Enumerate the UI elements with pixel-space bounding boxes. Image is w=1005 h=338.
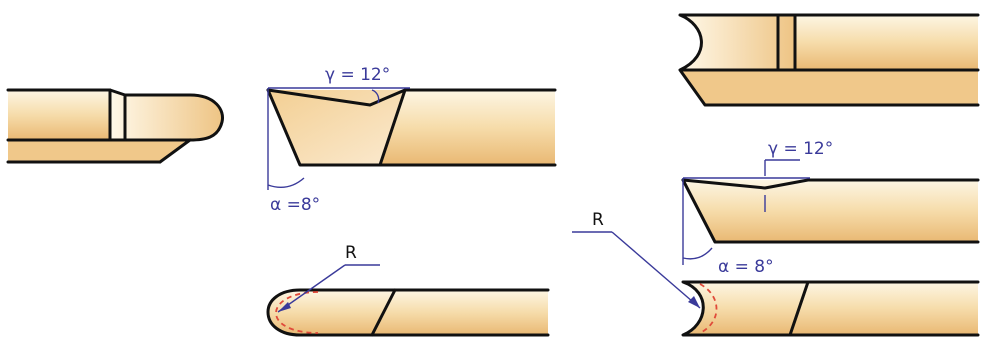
tool5-body <box>683 180 978 242</box>
tool1-rounded-tip <box>110 92 223 140</box>
tool4-head <box>680 15 795 70</box>
tool3-body <box>268 290 548 335</box>
radius-arrow-left-icon <box>278 302 291 312</box>
tool3-divider <box>370 288 397 337</box>
tool6-radius-dashed-arc <box>699 283 718 334</box>
tool6-divider <box>788 280 810 337</box>
tool-side-view-right: γ = 12° α = 8° <box>681 139 980 277</box>
tool1-tip-outline <box>108 88 225 142</box>
tool4-shank-top <box>795 15 978 70</box>
tool1-edge-bevel <box>158 138 192 164</box>
tool4-shank-bottom <box>680 70 978 105</box>
alpha-label-right: α = 8° <box>718 257 774 277</box>
radius-leader-left <box>277 264 346 313</box>
tool2-rake-face <box>266 88 557 107</box>
tool1-shank-top <box>8 90 110 140</box>
tool4-outline <box>678 13 980 107</box>
radius-label-left: R <box>345 243 357 263</box>
tool-round-nose-center: R <box>266 243 550 337</box>
tool-concave-nose-right: R <box>572 210 980 337</box>
tool2-flank <box>268 90 405 165</box>
gamma-label-right: γ = 12° <box>768 139 833 159</box>
alpha-arc-left <box>267 177 305 188</box>
tool6-body <box>683 282 978 335</box>
tool2-flank-edge <box>266 88 557 167</box>
radius-leader-right <box>611 231 701 309</box>
alpha-arc-right <box>682 247 713 260</box>
radius-label-right: R <box>592 210 604 230</box>
radius-arrow-right-icon <box>688 296 700 308</box>
tool5-rake-face <box>681 178 980 190</box>
tool5-flank-edge <box>681 178 980 244</box>
alpha-label-left: α =8° <box>270 195 320 215</box>
tool3-radius-dashed-arc <box>275 291 319 334</box>
tool2-divider <box>378 88 407 167</box>
tool3-outline <box>266 288 550 337</box>
gamma-label-left: γ = 12° <box>325 65 390 85</box>
tool-perspective-right <box>678 13 980 107</box>
tool-side-view-center: γ = 12° α =8° <box>266 65 557 215</box>
tool-perspective-left <box>6 88 225 164</box>
tool1-shank-bottom <box>8 140 190 162</box>
tool6-outline <box>681 280 980 337</box>
gamma-arc-left <box>371 89 380 104</box>
